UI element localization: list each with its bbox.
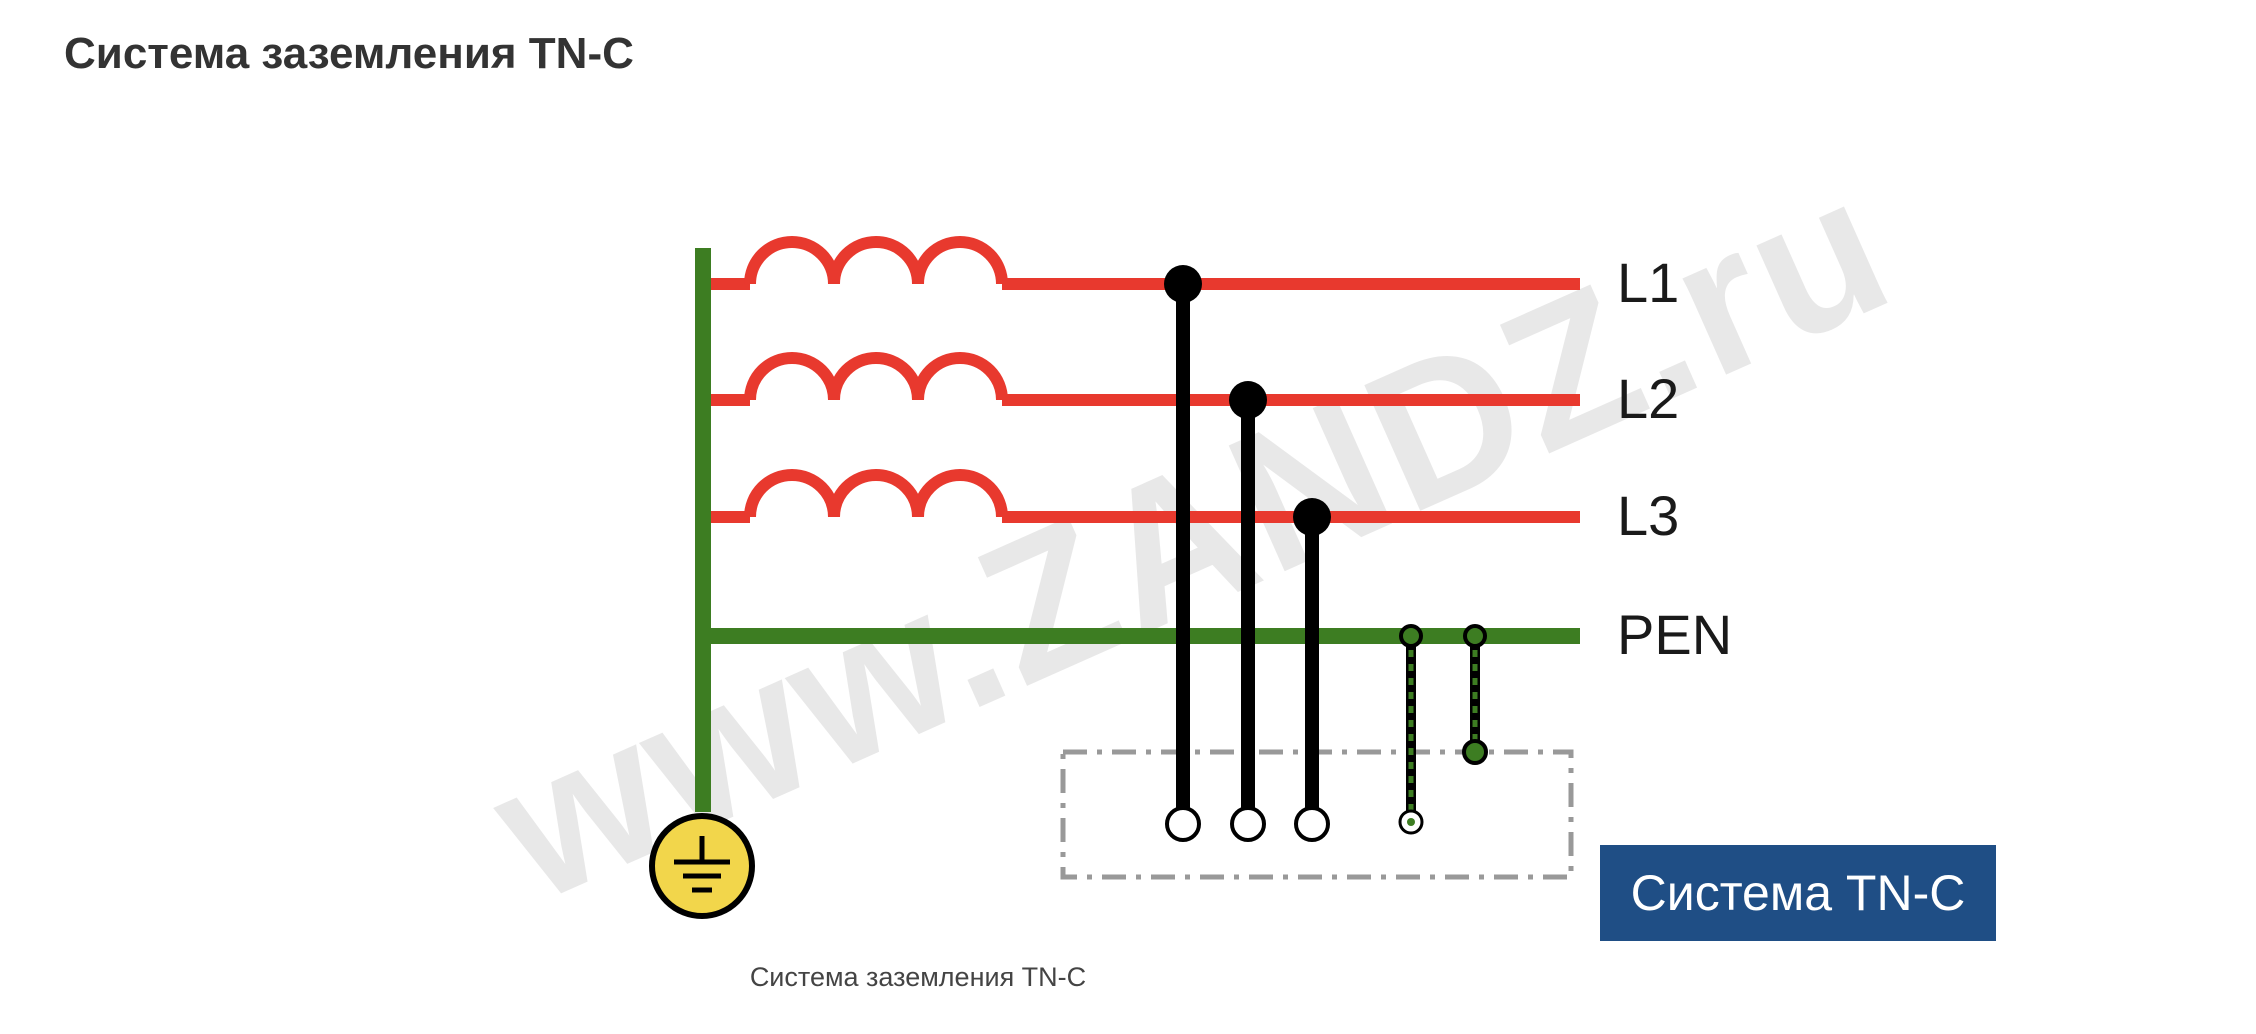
pen-tap-enclosure xyxy=(1462,624,1488,765)
load-tap-l3 xyxy=(1293,498,1331,842)
label-l2: L2 xyxy=(1617,367,1679,430)
load-tap-l1 xyxy=(1164,265,1202,842)
ground-symbol-icon xyxy=(649,813,755,919)
label-pen: PEN xyxy=(1617,603,1732,666)
label-l1: L1 xyxy=(1617,251,1679,314)
transformer-winding-icon xyxy=(744,352,1008,401)
transformer-winding-icon xyxy=(744,236,1008,285)
pen-tap-load xyxy=(1398,624,1424,835)
load-tap-l2 xyxy=(1229,381,1267,842)
phase-l3-conductor xyxy=(711,469,1580,523)
system-badge: Система TN-C xyxy=(1600,845,1996,941)
phase-l2-conductor xyxy=(711,352,1580,406)
page-title: Система заземления TN-C xyxy=(64,29,634,78)
label-l3: L3 xyxy=(1617,484,1679,547)
phase-l1-conductor xyxy=(711,236,1580,290)
transformer-winding-icon xyxy=(744,469,1008,518)
system-badge-label: Система TN-C xyxy=(1631,865,1966,921)
figure-caption: Система заземления TN-C xyxy=(749,962,1087,992)
